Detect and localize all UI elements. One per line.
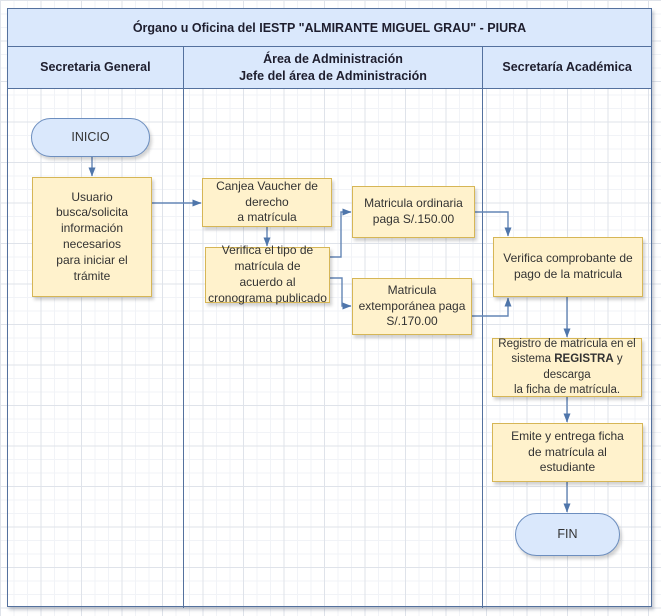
node-label: Matricula extemporánea paga S/.170.00 <box>358 282 466 329</box>
swimlane-table: Órgano u Oficina del IESTP "ALMIRANTE MI… <box>7 8 652 608</box>
node-label: Emite y entrega ficha de matrícula al es… <box>511 428 624 475</box>
node-label: Usuario busca/solicita información neces… <box>55 189 129 283</box>
flow-node-fin: FIN <box>515 513 620 556</box>
node-label: Matricula ordinaria paga S/.150.00 <box>364 196 463 226</box>
lane-header-secretaria-academica: Secretaría Académica <box>502 60 632 75</box>
flow-node-matricula-extemporanea: Matricula extemporánea paga S/.170.00 <box>352 278 472 335</box>
node-label: Canjea Vaucher de derecho a matrícula <box>216 178 318 225</box>
node-label: FIN <box>557 527 578 542</box>
lane-header-administracion: Área de Administración Jefe del área de … <box>184 47 484 88</box>
flow-node-registro-sistema: Registro de matrícula en el sistema REGI… <box>492 338 642 397</box>
node-label: INICIO <box>71 130 110 145</box>
flow-node-emite-ficha: Emite y entrega ficha de matrícula al es… <box>492 423 643 482</box>
flow-node-verifica-tipo: Verifica el tipo de matrícula de acuerdo… <box>205 243 330 305</box>
flow-node-matricula-ordinaria: Matricula ordinaria paga S/.150.00 <box>352 186 475 238</box>
lane-column-secretaria-general <box>8 89 184 608</box>
node-label: Verifica el tipo de matrícula de acuerdo… <box>208 243 327 305</box>
node-label: Verifica comprobante de pago de la matri… <box>503 251 633 281</box>
flow-node-verifica-pago: Verifica comprobante de pago de la matri… <box>493 237 643 297</box>
registra-system-name: REGISTRA <box>554 353 614 366</box>
lane-header-secretaria-general: Secretaria General <box>8 47 184 88</box>
lane-column-administracion <box>184 89 484 608</box>
flow-node-usuario: Usuario busca/solicita información neces… <box>32 177 152 297</box>
flow-node-inicio: INICIO <box>31 118 150 157</box>
flow-node-canjea-voucher: Canjea Vaucher de derecho a matrícula <box>202 178 332 227</box>
lane-header-row: Secretaria General Área de Administració… <box>8 47 651 89</box>
lane-body-row <box>8 89 651 608</box>
node-label: Registro de matrícula en el sistema REGI… <box>498 338 636 396</box>
diagram-title: Órgano u Oficina del IESTP "ALMIRANTE MI… <box>8 9 651 47</box>
